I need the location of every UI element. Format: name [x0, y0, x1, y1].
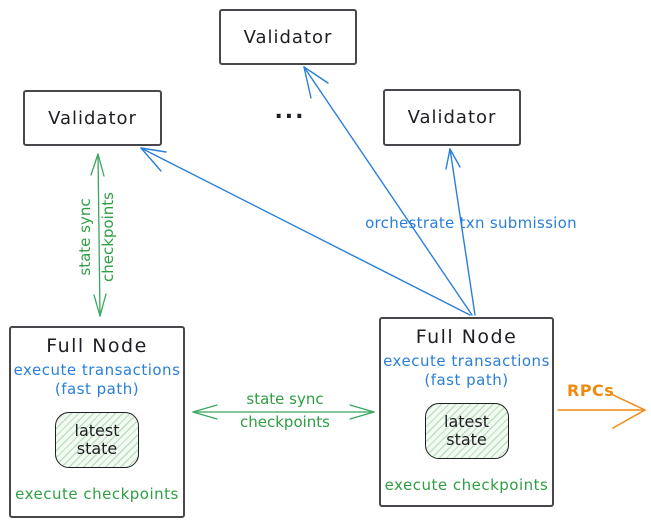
full-node-right-box: Full Node execute transactions (fast pat…	[379, 317, 554, 507]
rpcs-label: RPCs	[567, 381, 615, 400]
full-node-right-title: Full Node	[415, 326, 518, 348]
orchestrate-arrow-to-right-validator	[445, 148, 476, 316]
rpcs-arrow	[557, 393, 646, 429]
state-sync-line: state sync	[76, 198, 94, 276]
latest-state-box-right: latest state	[424, 403, 509, 459]
latest-state-box-left: latest state	[55, 412, 139, 468]
state-sync-vertical-label: state sync checkpoints	[74, 177, 120, 297]
latest-state-line2: state	[446, 430, 487, 449]
state-sync-horizontal-label-line2: checkpoints	[240, 413, 330, 431]
full-node-left-box: Full Node execute transactions (fast pat…	[9, 326, 185, 518]
validator-right-label: Validator	[407, 107, 497, 128]
latest-state-line1: latest	[74, 421, 120, 440]
orchestrate-arrow-to-middle-validator	[303, 66, 473, 316]
state-sync-horizontal-arrow	[192, 404, 375, 420]
checkpoints-line: checkpoints	[99, 192, 117, 282]
validator-top-label: Validator	[243, 26, 333, 48]
latest-state-line1: latest	[444, 412, 489, 431]
full-node-left-title: Full Node	[46, 335, 148, 357]
full-node-left-footer: execute checkpoints	[15, 485, 179, 503]
state-sync-horizontal-label-line1: state sync	[246, 390, 324, 408]
validator-left-box: Validator	[23, 90, 162, 146]
validator-right-box: Validator	[383, 89, 521, 146]
latest-state-line2: state	[76, 439, 118, 458]
orchestrate-txn-label: orchestrate txn submission	[365, 214, 577, 232]
exec-transactions-line: execute transactions	[383, 352, 550, 370]
orchestrate-arrow-to-left-validator	[140, 147, 471, 316]
full-node-right-exec-text: execute transactions (fast path)	[383, 352, 550, 390]
full-node-left-exec-text: execute transactions (fast path)	[14, 361, 181, 399]
validators-ellipsis: ...	[274, 99, 306, 124]
fast-path-line: (fast path)	[54, 380, 140, 398]
validator-top-box: Validator	[219, 9, 357, 65]
full-node-right-footer: execute checkpoints	[384, 476, 549, 494]
exec-transactions-line: execute transactions	[13, 361, 181, 379]
state-sync-vertical-arrow	[90, 153, 107, 317]
validator-left-label: Validator	[48, 107, 137, 129]
fast-path-line: (fast path)	[424, 371, 509, 389]
